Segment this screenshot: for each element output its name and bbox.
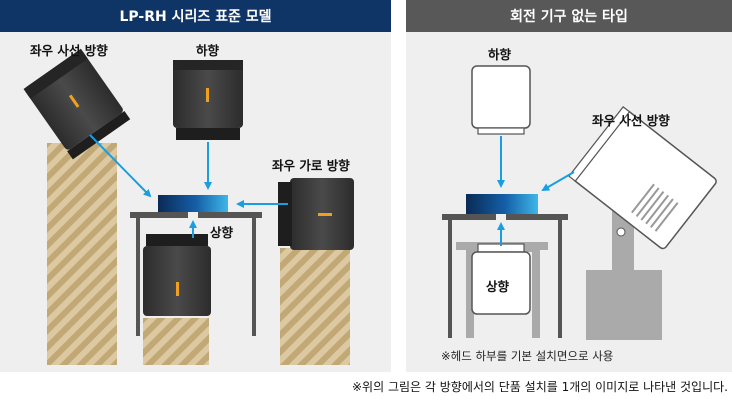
- laser-head-diagonal: [23, 48, 131, 160]
- label-downward-right: 하향: [488, 47, 512, 62]
- laser-head-upward: [143, 234, 211, 316]
- workpiece-right: [466, 194, 538, 214]
- head-outline-diagonal: [568, 106, 717, 340]
- right-panel-title: 회전 기구 없는 타입: [406, 0, 732, 32]
- mount-pillar-right: [280, 248, 350, 365]
- laser-head-downward: [173, 60, 243, 140]
- laser-head-horizontal: [278, 178, 354, 250]
- left-panel-title: LP-RH 시리즈 표준 모델: [0, 0, 391, 32]
- footnote: ※위의 그림은 각 방향에서의 단품 설치를 1개의 이미지로 나타낸 것입니다…: [352, 380, 728, 394]
- head-outline-upward: [456, 242, 548, 338]
- label-upward-left: 상향: [210, 225, 234, 240]
- label-side-diagonal-right: 좌우 사선 방향: [592, 113, 670, 128]
- label-downward-left: 하향: [196, 43, 220, 58]
- label-side-diagonal-left: 좌우 사선 방향: [30, 43, 108, 58]
- label-upward-right: 상향: [486, 279, 510, 294]
- right-panel-note: ※헤드 하부를 기본 설치면으로 사용: [441, 349, 614, 363]
- mount-block-bottom: [143, 318, 209, 365]
- mount-pillar-left: [47, 143, 117, 365]
- arrow-diagonal-left: [89, 134, 152, 198]
- workpiece-left: [158, 195, 228, 212]
- head-outline-downward: [471, 65, 531, 135]
- label-side-horizontal-left: 좌우 가로 방향: [272, 158, 350, 173]
- arrow-diagonal-right: [541, 171, 575, 192]
